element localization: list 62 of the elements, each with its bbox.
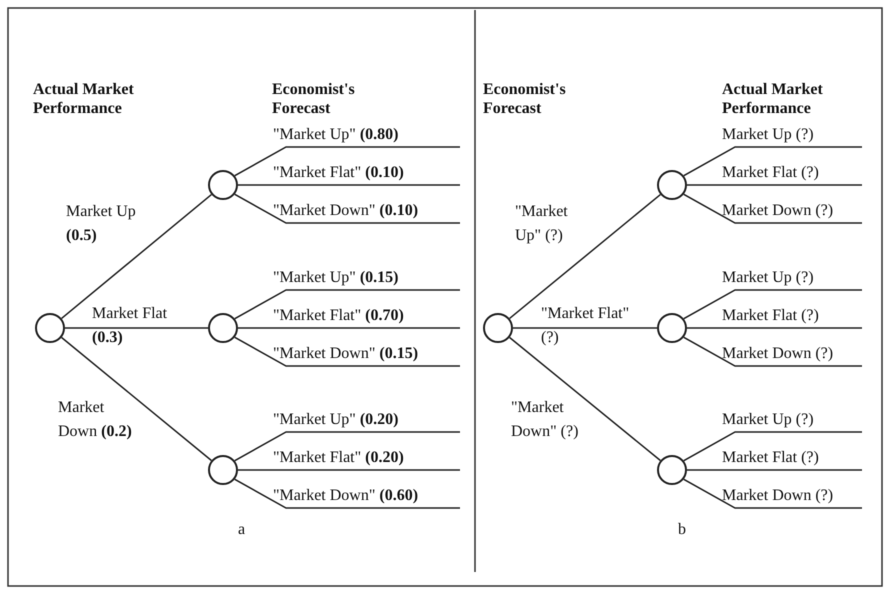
edge-label: "Market Up" (0.15) xyxy=(273,268,398,288)
column-heading: Actual Market Performance xyxy=(722,80,824,118)
panel-label: b xyxy=(678,520,687,539)
branch-line xyxy=(683,146,862,176)
branch-line xyxy=(509,194,661,320)
branch-line xyxy=(61,194,212,320)
column-heading: Actual Market Performance xyxy=(33,80,135,118)
branch-line xyxy=(513,327,657,329)
edge-label: "Market Flat" (0.20) xyxy=(273,448,404,468)
chance-node-circle xyxy=(483,313,513,343)
chance-node-circle xyxy=(208,455,238,485)
branch-line xyxy=(234,194,460,224)
branch-line xyxy=(238,327,460,329)
column-heading: Economist's Forecast xyxy=(483,80,567,118)
edge-label: "Market Up" (0.20) xyxy=(273,410,398,430)
edge-label: Market Flat (?) xyxy=(722,448,819,468)
branch-line xyxy=(234,431,460,462)
branch-line xyxy=(687,327,862,329)
edge-label: Market Flat (0.3) xyxy=(92,304,168,348)
branch-line xyxy=(234,336,460,367)
edge-label: "Market Up" (0.80) xyxy=(273,125,398,145)
edge-label: Market Down (?) xyxy=(722,344,834,364)
branch-line xyxy=(234,146,460,176)
branch-line xyxy=(234,289,460,320)
chance-node-circle xyxy=(657,455,687,485)
edge-label: "Market Down" (0.60) xyxy=(273,486,418,506)
edge-label: "Market Down" (0.15) xyxy=(273,344,418,364)
chance-node-circle xyxy=(657,313,687,343)
branch-line xyxy=(683,431,862,462)
edge-label: "Market Flat" (?) xyxy=(541,304,630,348)
branch-line xyxy=(683,478,862,509)
branch-line xyxy=(61,336,212,462)
edge-label: "Market Down" (0.10) xyxy=(273,201,418,221)
branch-line xyxy=(683,194,862,224)
chance-node-circle xyxy=(208,313,238,343)
branch-line xyxy=(238,469,460,471)
edge-label: Market Up (?) xyxy=(722,410,814,430)
edge-label: Market Down (0.2) xyxy=(58,398,133,442)
edge-label: Market Down (?) xyxy=(722,201,834,221)
branch-line xyxy=(683,289,862,320)
branch-line xyxy=(238,184,460,186)
branch-line xyxy=(687,184,862,186)
edge-label: Market Up (?) xyxy=(722,268,814,288)
column-heading: Economist's Forecast xyxy=(272,80,356,118)
chance-node-circle xyxy=(208,170,238,200)
edge-label: Market Flat (?) xyxy=(722,306,819,326)
edge-label: "Market Flat" (0.10) xyxy=(273,163,404,183)
branch-line xyxy=(687,469,862,471)
branch-line xyxy=(234,478,460,509)
panel-label: a xyxy=(238,520,246,539)
edge-label: Market Up (?) xyxy=(722,125,814,145)
branch-line xyxy=(65,327,208,329)
edge-label: Market Down (?) xyxy=(722,486,834,506)
edge-label: "Market Up" (?) xyxy=(515,202,569,246)
chance-node-circle xyxy=(657,170,687,200)
branch-line xyxy=(509,336,661,462)
edge-label: Market Up (0.5) xyxy=(66,202,137,246)
edge-label: "Market Flat" (0.70) xyxy=(273,306,404,326)
branch-line xyxy=(683,336,862,367)
edge-label: "Market Down" (?) xyxy=(511,398,580,442)
chance-node-circle xyxy=(35,313,65,343)
edge-label: Market Flat (?) xyxy=(722,163,819,183)
